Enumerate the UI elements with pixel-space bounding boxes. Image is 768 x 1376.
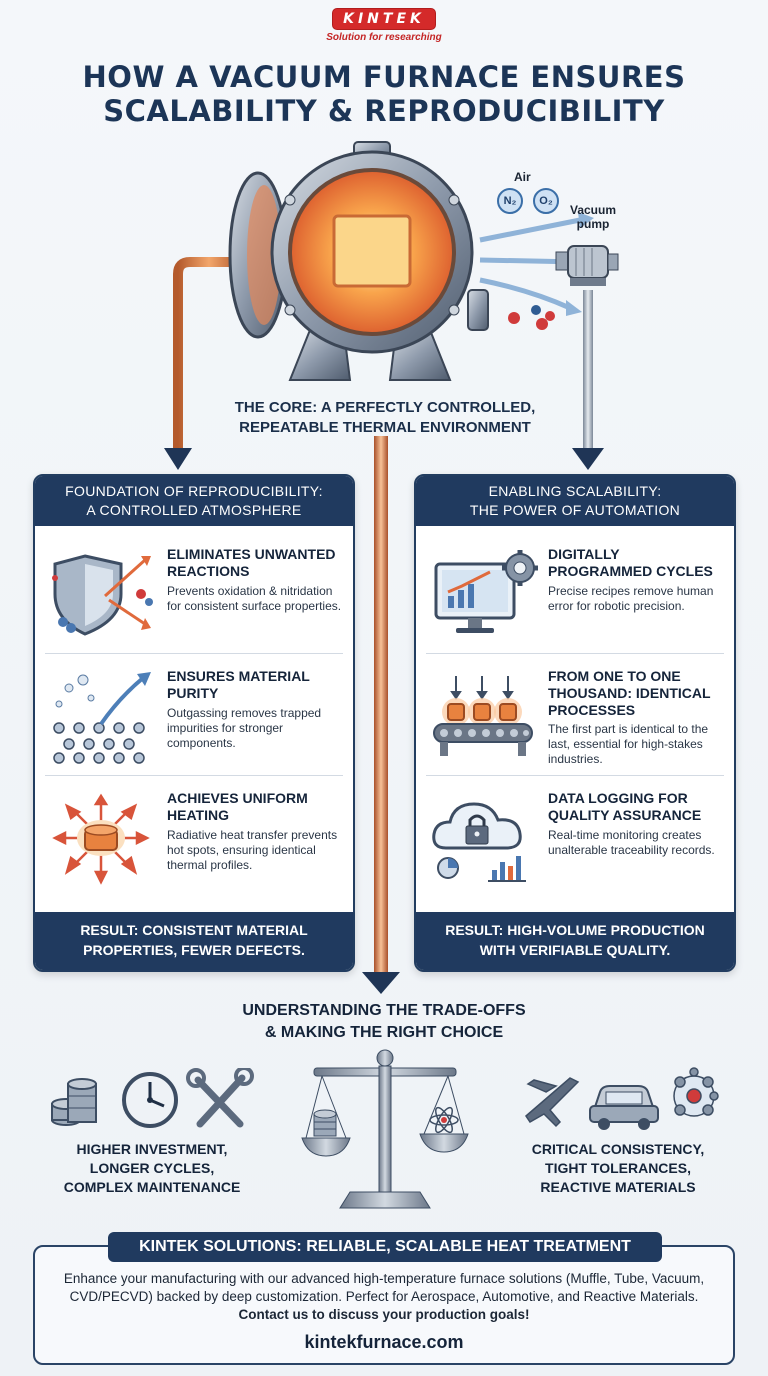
kintek-logo: KINTEK Solution for researching xyxy=(318,8,450,43)
feature-description: Radiative heat transfer prevents hot spo… xyxy=(167,828,338,872)
left-pipe xyxy=(173,257,240,448)
tradeoffs-title-line-1: UNDERSTANDING THE TRADE-OFFS xyxy=(242,1002,526,1019)
scalability-panel-header: ENABLING SCALABILITY: THE POWER OF AUTOM… xyxy=(416,476,734,526)
reproducibility-panel-header: FOUNDATION OF REPRODUCIBILITY: A CONTROL… xyxy=(35,476,353,526)
tradeoff-benefit-line-3: REACTIVE MATERIALS xyxy=(540,1179,696,1195)
tradeoff-cost-icons xyxy=(51,1068,254,1128)
monitor-gear-icon xyxy=(434,550,538,633)
tradeoff-application-icons xyxy=(525,1067,719,1130)
feature-description: The first part is identical to the last,… xyxy=(548,722,709,766)
tradeoffs-title-line-2: & MAKING THE RIGHT CHOICE xyxy=(264,1024,504,1041)
feature-title: ENSURES MATERIAL PURITY xyxy=(167,668,310,701)
feature-description: Outgassing removes trapped impurities fo… xyxy=(167,706,322,750)
feature-title: ELIMINATES UNWANTED REACTIONS xyxy=(167,546,336,579)
shield-icon xyxy=(52,554,153,636)
solutions-body: Enhance your manufacturing with our adva… xyxy=(48,1270,720,1324)
right-result-line-2: WITH VERIFIABLE QUALITY. xyxy=(479,942,671,958)
molecular-lattice-icon xyxy=(53,672,151,764)
core-line-1: THE CORE: A PERFECTLY CONTROLLED, xyxy=(234,399,536,416)
vacuum-pump-label: Vacuum pump xyxy=(558,203,628,231)
tradeoff-benefit-line-2: TIGHT TOLERANCES, xyxy=(545,1160,691,1176)
o2-molecule-icon: O₂ xyxy=(533,188,559,214)
tradeoff-cost-line-3: COMPLEX MAINTENANCE xyxy=(63,1179,241,1195)
logo-tagline: Solution for researching xyxy=(326,32,442,43)
scalability-result: RESULT: HIGH-VOLUME PRODUCTION WITH VERI… xyxy=(416,912,734,970)
feature-title: ACHIEVES UNIFORM HEATING xyxy=(167,790,308,823)
solutions-box xyxy=(33,1245,735,1365)
feature-description: Prevents oxidation & nitridation for con… xyxy=(167,584,342,613)
scalability-panel: ENABLING SCALABILITY: THE POWER OF AUTOM… xyxy=(414,474,736,972)
pump-label-line-2: pump xyxy=(576,217,610,231)
atom-molecule-icon xyxy=(673,1067,719,1117)
tradeoff-benefits: CRITICAL CONSISTENCY, TIGHT TOLERANCES, … xyxy=(506,1140,730,1197)
right-header-line-2: THE POWER OF AUTOMATION xyxy=(469,502,681,518)
right-arrow-head xyxy=(572,448,604,470)
left-arrow-head xyxy=(164,448,192,470)
cloud-lock-icon xyxy=(432,802,526,882)
solutions-header: KINTEK SOLUTIONS: RELIABLE, SCALABLE HEA… xyxy=(108,1232,662,1262)
tradeoffs-title: UNDERSTANDING THE TRADE-OFFS & MAKING TH… xyxy=(160,1000,608,1044)
feature-identical-processes: FROM ONE TO ONE THOUSAND: IDENTICAL PROC… xyxy=(426,654,724,776)
solutions-description: Enhance your manufacturing with our adva… xyxy=(63,1271,705,1304)
center-pipe xyxy=(374,436,388,976)
vacuum-pump-icon xyxy=(555,245,619,286)
feature-programmed-cycles: DIGITALLY PROGRAMMED CYCLES Precise reci… xyxy=(426,532,724,654)
feature-title: FROM ONE TO ONE THOUSAND: IDENTICAL PROC… xyxy=(548,668,711,718)
balance-scale-icon xyxy=(301,1049,469,1209)
feature-title: DATA LOGGING FOR QUALITY ASSURANCE xyxy=(548,790,702,823)
solutions-cta[interactable]: Contact us to discuss your production go… xyxy=(238,1307,530,1322)
left-result-line-2: PROPERTIES, FEWER DEFECTS. xyxy=(83,942,305,958)
tools-icon xyxy=(194,1074,246,1128)
pump-label-line-1: Vacuum xyxy=(569,203,617,217)
reproducibility-panel: FOUNDATION OF REPRODUCIBILITY: A CONTROL… xyxy=(33,474,355,972)
tradeoff-cost-line-2: LONGER CYCLES, xyxy=(89,1160,215,1176)
feature-material-purity: ENSURES MATERIAL PURITY Outgassing remov… xyxy=(45,654,343,776)
logo-brand: KINTEK xyxy=(332,8,436,30)
title-line-1: HOW A VACUUM FURNACE ENSURES xyxy=(82,60,686,94)
feature-uniform-heating: ACHIEVES UNIFORM HEATING Radiative heat … xyxy=(45,776,343,898)
left-header-line-2: A CONTROLLED ATMOSPHERE xyxy=(86,502,302,518)
website-link[interactable]: kintekfurnace.com xyxy=(304,1332,464,1352)
radiant-heat-icon xyxy=(52,793,150,885)
coin-stack-icon xyxy=(51,1078,97,1126)
airplane-icon xyxy=(525,1077,580,1128)
feature-description: Real-time monitoring creates unalterable… xyxy=(548,828,715,857)
vacuum-furnace-illustration xyxy=(228,141,489,381)
right-header-line-1: ENABLING SCALABILITY: xyxy=(488,483,662,499)
feature-eliminates-reactions: ELIMINATES UNWANTED REACTIONS Prevents o… xyxy=(45,532,343,654)
clock-icon xyxy=(122,1072,178,1128)
page-title: HOW A VACUUM FURNACE ENSURES SCALABILITY… xyxy=(20,60,748,128)
feature-description: Precise recipes remove human error for r… xyxy=(548,584,714,613)
title-line-2: SCALABILITY & REPRODUCIBILITY xyxy=(103,94,665,128)
right-result-line-1: RESULT: HIGH-VOLUME PRODUCTION xyxy=(445,922,705,938)
center-arrow-head xyxy=(362,972,400,994)
n2-molecule-icon: N₂ xyxy=(497,188,523,214)
car-icon xyxy=(589,1085,659,1130)
left-result-line-1: RESULT: CONSISTENT MATERIAL xyxy=(80,922,308,938)
core-statement: THE CORE: A PERFECTLY CONTROLLED, REPEAT… xyxy=(180,398,590,438)
feature-data-logging: DATA LOGGING FOR QUALITY ASSURANCE Real-… xyxy=(426,776,724,898)
core-line-2: REPEATABLE THERMAL ENVIRONMENT xyxy=(239,419,531,436)
flow-pipes xyxy=(164,257,604,994)
right-pipe xyxy=(583,290,593,450)
tradeoff-cost-line-1: HIGHER INVESTMENT, xyxy=(76,1141,228,1157)
air-label: Air xyxy=(514,170,531,184)
tradeoff-costs: HIGHER INVESTMENT, LONGER CYCLES, COMPLE… xyxy=(40,1140,264,1197)
feature-title: DIGITALLY PROGRAMMED CYCLES xyxy=(548,546,713,579)
tradeoff-benefit-line-1: CRITICAL CONSISTENCY, xyxy=(531,1141,705,1157)
reproducibility-result: RESULT: CONSISTENT MATERIAL PROPERTIES, … xyxy=(35,912,353,970)
conveyor-icon xyxy=(433,676,533,756)
left-header-line-1: FOUNDATION OF REPRODUCIBILITY: xyxy=(65,483,323,499)
